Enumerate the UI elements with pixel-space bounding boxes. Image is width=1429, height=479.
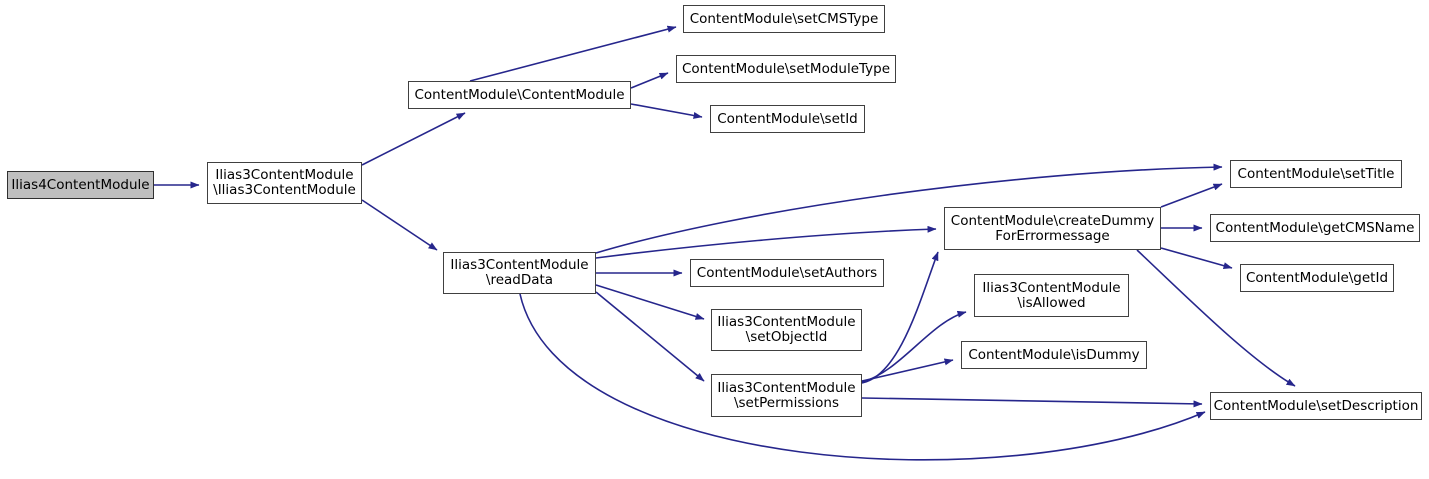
- graph-node-getCMSName[interactable]: ContentModule\getCMSName: [1210, 214, 1420, 242]
- graph-node-setObjectId[interactable]: Ilias3ContentModule \setObjectId: [711, 309, 862, 351]
- graph-edge-readData-to-setObjectId: [595, 284, 705, 320]
- graph-edge-ilias3Ctor-to-contentModuleCtor: [361, 112, 466, 166]
- graph-node-setTitle[interactable]: ContentModule\setTitle: [1230, 160, 1402, 188]
- graph-edge-setPermissions-to-setDescription: [861, 397, 1203, 408]
- graph-edge-readData-to-setTitle: [595, 163, 1223, 254]
- graph-node-setPermissions[interactable]: Ilias3ContentModule \setPermissions: [711, 374, 862, 417]
- graph-edge-createDummy-to-getId: [1160, 247, 1233, 270]
- graph-node-setCMSType[interactable]: ContentModule\setCMSType: [683, 5, 885, 33]
- graph-edge-readData-to-createDummy: [595, 225, 937, 259]
- graph-edge-contentModuleCtor-to-setId: [630, 103, 703, 119]
- graph-node-readData[interactable]: Ilias3ContentModule \readData: [443, 252, 596, 294]
- graph-edge-createDummy-to-setDescription: [1136, 249, 1296, 387]
- graph-edge-ilias3Ctor-to-readData: [361, 199, 438, 251]
- graph-node-contentModuleCtor[interactable]: ContentModule\ContentModule: [408, 81, 631, 109]
- graph-node-getId[interactable]: ContentModule\getId: [1240, 264, 1394, 292]
- graph-edge-readData-to-setDescription: [519, 293, 1206, 461]
- graph-edge-contentModuleCtor-to-setModuleType: [630, 72, 669, 89]
- graph-node-isDummy[interactable]: ContentModule\isDummy: [961, 341, 1147, 369]
- graph-node-setModuleType[interactable]: ContentModule\setModuleType: [676, 55, 896, 83]
- graph-node-ilias4ContentModule[interactable]: Ilias4ContentModule: [7, 171, 154, 199]
- graph-node-setAuthors[interactable]: ContentModule\setAuthors: [690, 259, 884, 287]
- graph-edge-createDummy-to-setTitle: [1160, 183, 1223, 208]
- graph-node-createDummy[interactable]: ContentModule\createDummy ForErrormessag…: [944, 207, 1161, 250]
- graph-node-setId[interactable]: ContentModule\setId: [710, 105, 865, 133]
- graph-edge-setPermissions-to-isAllowed: [861, 310, 967, 383]
- graph-node-isAllowed[interactable]: Ilias3ContentModule \isAllowed: [974, 274, 1129, 317]
- graph-edge-readData-to-setPermissions: [595, 291, 705, 382]
- graph-node-ilias3Ctor[interactable]: Ilias3ContentModule \Ilias3ContentModule: [207, 162, 362, 204]
- graph-edge-setPermissions-to-isDummy: [861, 358, 954, 382]
- graph-edge-contentModuleCtor-to-setCMSType: [469, 25, 677, 82]
- graph-node-setDescription[interactable]: ContentModule\setDescription: [1210, 392, 1422, 420]
